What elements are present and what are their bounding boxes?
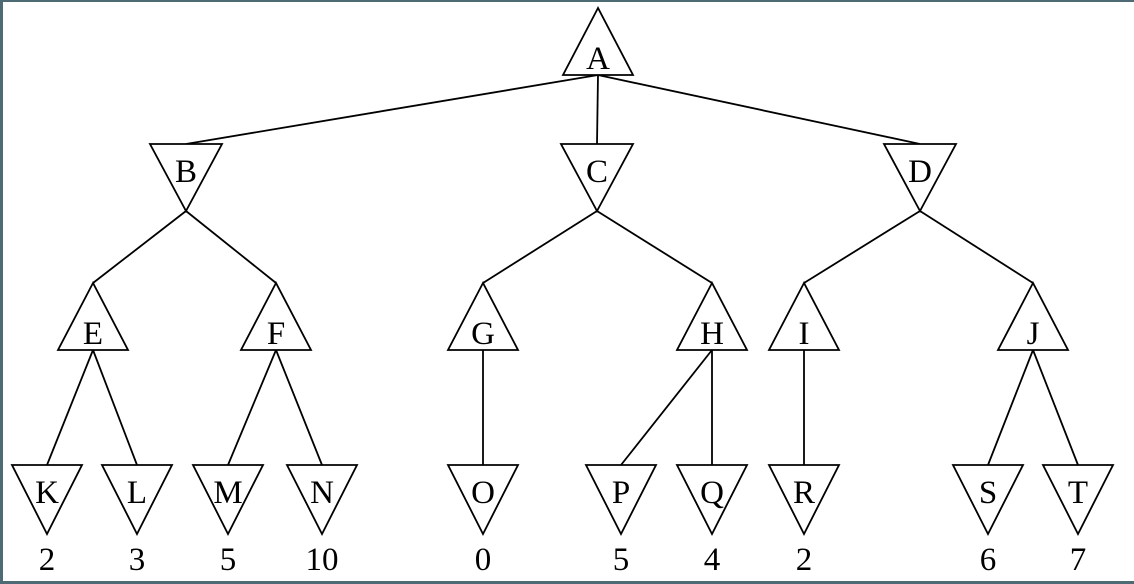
leaf-value-P: 5 bbox=[613, 542, 630, 578]
node-P-triangle bbox=[584, 464, 658, 536]
leaf-value-M: 5 bbox=[220, 542, 237, 578]
edge-E-K bbox=[46, 349, 94, 466]
edge-D-I bbox=[803, 210, 921, 284]
edge-A-B bbox=[185, 74, 599, 145]
edge-J-S bbox=[987, 349, 1034, 466]
node-B-triangle bbox=[148, 143, 224, 213]
node-E-triangle bbox=[56, 281, 130, 351]
edge-F-N bbox=[275, 349, 323, 466]
node-S-label: S bbox=[979, 475, 997, 511]
node-M-triangle bbox=[191, 464, 265, 536]
node-K-label: K bbox=[35, 475, 59, 511]
edge-H-P bbox=[620, 349, 713, 466]
node-O-triangle bbox=[446, 464, 520, 536]
leaf-value-N: 10 bbox=[306, 542, 339, 578]
node-M-label: M bbox=[213, 475, 242, 511]
node-J-label: J bbox=[1027, 316, 1040, 352]
node-L-label: L bbox=[127, 475, 147, 511]
node-O-label: O bbox=[471, 475, 495, 511]
edge-E-L bbox=[92, 349, 138, 466]
node-J-triangle bbox=[996, 281, 1070, 351]
node-C-label: C bbox=[586, 154, 608, 190]
node-P-label: P bbox=[612, 475, 630, 511]
node-I-label: I bbox=[799, 316, 810, 352]
edge-J-T bbox=[1032, 349, 1079, 466]
node-B-label: B bbox=[175, 154, 197, 190]
node-N-triangle bbox=[285, 464, 359, 536]
node-I-triangle bbox=[767, 281, 841, 351]
node-H-triangle bbox=[675, 281, 749, 351]
node-L-triangle bbox=[100, 464, 174, 536]
node-A-triangle bbox=[561, 6, 635, 76]
node-G-label: G bbox=[471, 316, 495, 352]
edge-C-G bbox=[482, 210, 598, 284]
edge-B-E bbox=[92, 210, 187, 284]
node-N-label: N bbox=[310, 475, 334, 511]
node-Q-label: Q bbox=[700, 475, 724, 511]
node-R-triangle bbox=[767, 464, 841, 536]
node-Q-triangle bbox=[675, 464, 749, 536]
leaf-value-O: 0 bbox=[475, 542, 492, 578]
node-C-triangle bbox=[559, 143, 635, 213]
node-G-triangle bbox=[446, 281, 520, 351]
node-K-triangle bbox=[10, 464, 84, 536]
edge-A-C bbox=[596, 74, 599, 145]
edge-D-J bbox=[919, 210, 1034, 284]
edge-C-H bbox=[596, 210, 713, 284]
node-T-triangle bbox=[1041, 464, 1115, 536]
leaf-value-K: 2 bbox=[39, 542, 56, 578]
edge-F-M bbox=[227, 349, 277, 466]
node-T-label: T bbox=[1068, 475, 1088, 511]
leaf-value-R: 2 bbox=[796, 542, 813, 578]
node-D-label: D bbox=[908, 154, 932, 190]
node-F-triangle bbox=[239, 281, 313, 351]
edge-A-D bbox=[597, 74, 921, 145]
node-D-triangle bbox=[882, 143, 958, 213]
node-H-label: H bbox=[700, 316, 724, 352]
leaf-value-Q: 4 bbox=[704, 542, 721, 578]
node-R-label: R bbox=[793, 475, 815, 511]
node-E-label: E bbox=[83, 316, 103, 352]
leaf-value-S: 6 bbox=[980, 542, 997, 578]
node-F-label: F bbox=[267, 316, 285, 352]
leaf-value-L: 3 bbox=[129, 542, 146, 578]
leaf-value-T: 7 bbox=[1070, 542, 1087, 578]
node-A-label: A bbox=[586, 41, 610, 77]
node-S-triangle bbox=[951, 464, 1025, 536]
edge-B-F bbox=[185, 210, 277, 284]
